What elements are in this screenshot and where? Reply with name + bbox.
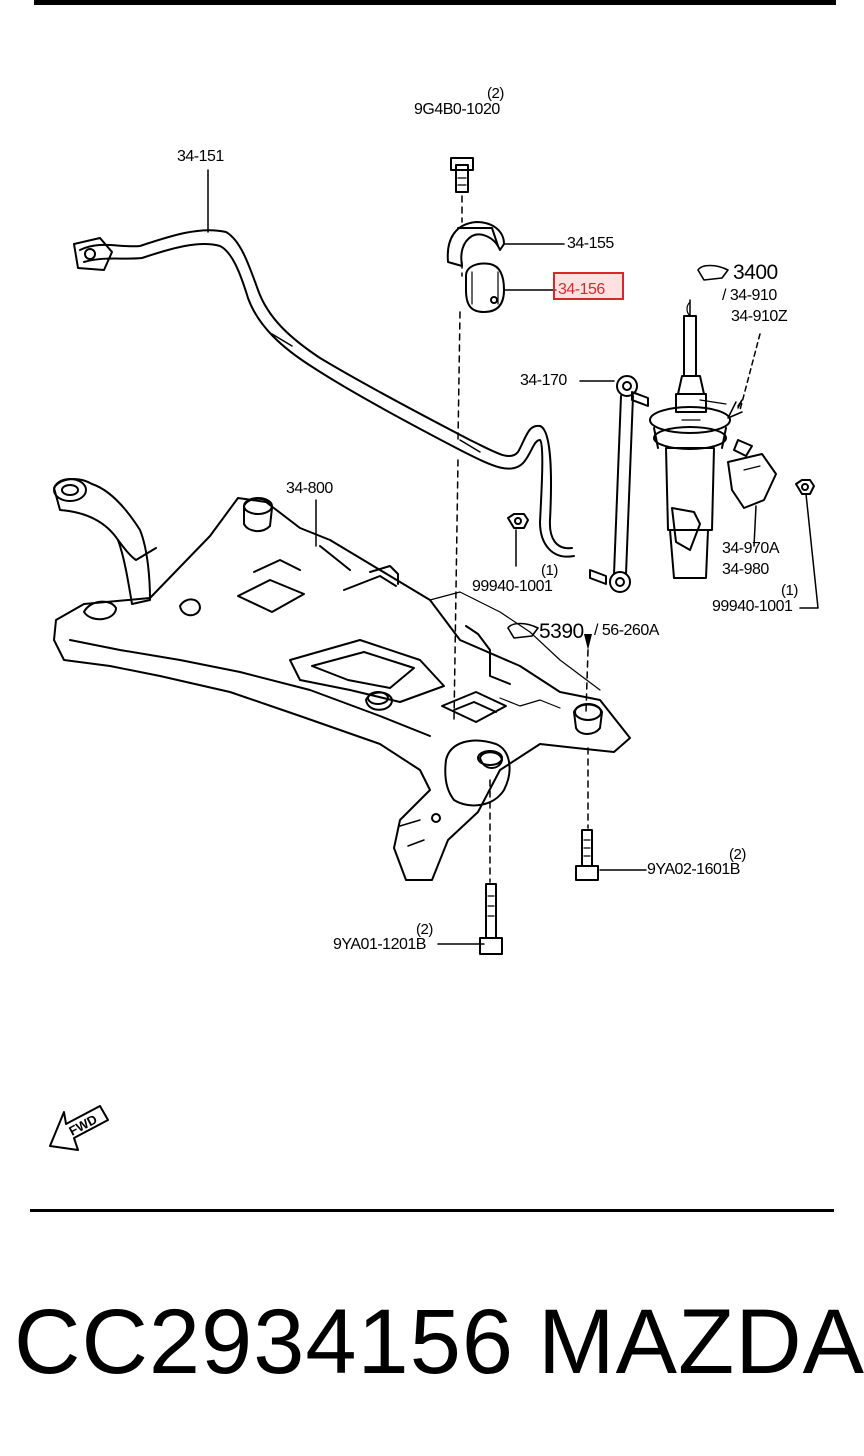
qty-link-nut: (1) xyxy=(541,562,558,579)
hand-reference-icons xyxy=(507,264,729,639)
label-34-151: 34-151 xyxy=(177,148,224,165)
label-5390: 5390 xyxy=(539,620,584,643)
bracket-bolt xyxy=(450,157,474,193)
label-34-970A: 34-970A xyxy=(722,540,780,557)
bushing-bracket xyxy=(446,221,505,267)
qty-rear-bolt: (2) xyxy=(729,846,746,863)
label-34-170: 34-170 xyxy=(520,372,567,389)
label-34-910Z: 34-910Z xyxy=(731,308,788,325)
brand-name: MAZDA xyxy=(538,1291,864,1393)
qty-front-bolt: (2) xyxy=(416,921,433,938)
strut-assembly xyxy=(649,299,761,579)
qty-9G4B0-1020: (2) xyxy=(487,85,504,102)
highlight-box xyxy=(553,272,624,300)
label-link-nut: 99940-1001 xyxy=(472,578,553,595)
label-34-155: 34-155 xyxy=(567,235,614,252)
strut-nut xyxy=(795,479,815,495)
strut-bracket xyxy=(727,439,777,509)
leader-lines xyxy=(207,169,819,945)
label-9G4B0-1020: 9G4B0-1020 xyxy=(414,101,500,118)
label-34-156: 34-156 xyxy=(558,281,605,298)
stabilizer-bar xyxy=(73,229,575,558)
stabilizer-bushing xyxy=(465,262,505,313)
fwd-arrow xyxy=(49,1105,109,1151)
label-34-980: 34-980 xyxy=(722,561,769,578)
crossmember xyxy=(53,478,631,881)
label-56-260A: / 56-260A xyxy=(594,622,659,639)
label-34-800: 34-800 xyxy=(286,480,333,497)
bottom-divider xyxy=(30,1209,834,1212)
label-strut-nut: 99940-1001 xyxy=(712,598,793,615)
qty-strut-nut: (1) xyxy=(781,582,798,599)
front-bolt xyxy=(479,883,503,955)
stabilizer-link xyxy=(589,375,649,593)
label-rear-bolt: 9YA02-1601B xyxy=(647,861,740,878)
part-number: CC2934156 xyxy=(14,1291,515,1393)
label-front-bolt: 9YA01-1201B xyxy=(333,936,426,953)
label-34-910: / 34-910 xyxy=(722,287,777,304)
assembly-lines xyxy=(453,195,589,883)
label-3400: 3400 xyxy=(733,261,778,284)
link-nut xyxy=(507,513,529,529)
top-border xyxy=(34,0,836,5)
fwd-icon-label: FWD xyxy=(66,1112,99,1139)
rear-bolt xyxy=(575,829,599,881)
